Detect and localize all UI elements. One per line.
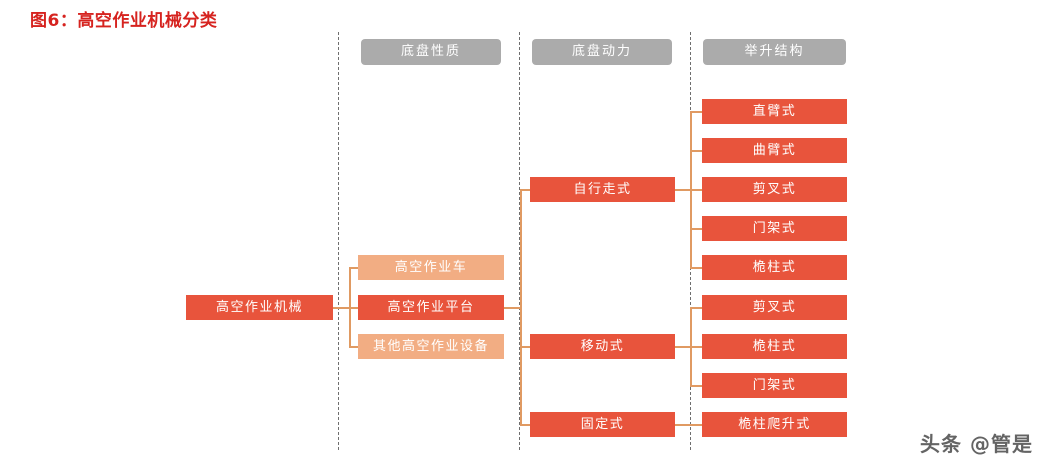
header-chassis-power: 底盘动力 (532, 39, 672, 65)
connector-selfpropelled-stem (675, 189, 691, 191)
header-lift-structure: 举升结构 (703, 39, 846, 65)
connector-selfpropelled-branch-2 (690, 189, 703, 191)
node-self-propelled[interactable]: 自行走式 (530, 177, 675, 202)
node-articulated-boom[interactable]: 曲臂式 (702, 138, 847, 163)
connector-platform-branch-1 (520, 346, 531, 348)
node-scissor-type-a[interactable]: 剪叉式 (702, 177, 847, 202)
node-root-aerial-work-machinery[interactable]: 高空作业机械 (186, 295, 333, 320)
connector-mobile-branch-2 (690, 385, 703, 387)
node-scissor-type-b[interactable]: 剪叉式 (702, 295, 847, 320)
connector-selfpropelled-branch-1 (690, 150, 703, 152)
page-title: 图6：高空作业机械分类 (30, 11, 218, 31)
node-mast-column-type-b[interactable]: 桅柱式 (702, 334, 847, 359)
column-divider-1 (338, 32, 339, 450)
node-other-aerial-equipment[interactable]: 其他高空作业设备 (358, 334, 504, 359)
node-aerial-work-vehicle[interactable]: 高空作业车 (358, 255, 504, 280)
connector-mobile-branch-0 (690, 307, 703, 309)
node-mast-column-type-a[interactable]: 桅柱式 (702, 255, 847, 280)
connector-platform-branch-2 (520, 424, 531, 426)
connector-root-branch-1 (349, 307, 360, 309)
connector-selfpropelled-branch-4 (690, 267, 703, 269)
connector-fixed-stem (675, 424, 703, 426)
connector-root-branch-2 (349, 346, 360, 348)
connector-selfpropelled-branch-0 (690, 111, 703, 113)
node-aerial-work-platform[interactable]: 高空作业平台 (358, 295, 504, 320)
node-mast-climbing-type[interactable]: 桅柱爬升式 (702, 412, 847, 437)
connector-selfpropelled-branch-3 (690, 228, 703, 230)
connector-mobile-stem (675, 346, 691, 348)
column-divider-2 (519, 32, 520, 450)
node-mast-frame-type-b[interactable]: 门架式 (702, 373, 847, 398)
watermark: 头条 @管是 (920, 432, 1033, 456)
connector-root-stem (333, 307, 351, 309)
connector-root-branch-0 (349, 267, 360, 269)
connector-platform-spine (520, 189, 522, 425)
connector-platform-branch-0 (520, 189, 531, 191)
node-mobile[interactable]: 移动式 (530, 334, 675, 359)
connector-platform-stem (504, 307, 522, 309)
node-mast-frame-type-a[interactable]: 门架式 (702, 216, 847, 241)
node-straight-boom[interactable]: 直臂式 (702, 99, 847, 124)
connector-mobile-branch-1 (690, 346, 703, 348)
node-fixed[interactable]: 固定式 (530, 412, 675, 437)
header-chassis-nature: 底盘性质 (361, 39, 501, 65)
